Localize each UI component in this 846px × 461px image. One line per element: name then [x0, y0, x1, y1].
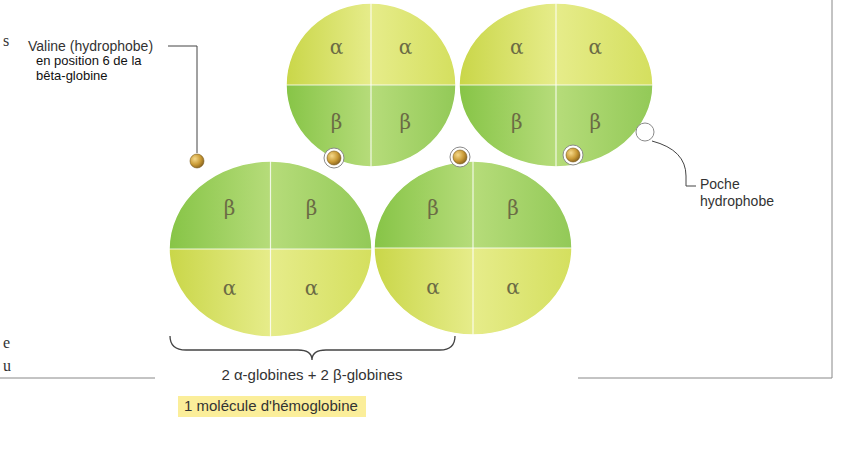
globin-label: β	[400, 110, 412, 134]
globin-label: α	[506, 275, 520, 299]
globin-label: β	[306, 196, 318, 220]
page-fragment: u	[3, 357, 11, 375]
molecule-shape	[285, 2, 457, 168]
brace	[170, 336, 455, 360]
callout-note: en position 6 de la bêta-globine	[36, 53, 172, 83]
hemoglobin-molecule: α α β β	[458, 2, 654, 168]
globin-label: β	[331, 110, 343, 134]
globin-label: β	[224, 196, 236, 220]
globin-label: α	[330, 35, 344, 59]
molecule-shape	[168, 160, 373, 338]
globin-label: β	[511, 110, 523, 134]
frame-line	[0, 378, 155, 379]
bracket-label: 2 α-globines + 2 β-globines	[221, 366, 402, 383]
globin-label: β	[507, 196, 519, 220]
leader-line	[652, 141, 696, 186]
globin-label: α	[305, 276, 319, 300]
leader-line	[168, 46, 197, 153]
globin-label: β	[589, 110, 601, 134]
hemoglobin-molecule: β β α α	[373, 160, 573, 336]
callout-label: Valine (hydrophobe)	[28, 38, 153, 54]
page-fragment: s	[3, 32, 9, 50]
highlight-box: 1 molécule d'hémoglobine	[178, 396, 366, 417]
page-fragment: e	[3, 334, 10, 352]
molecule-shape	[373, 160, 573, 336]
callout-label: Poche hydrophobe	[700, 176, 782, 210]
globin-label: α	[510, 35, 524, 59]
globin-label: α	[223, 276, 237, 300]
caption-text: 1 molécule d'hémoglobine	[184, 397, 358, 414]
hemoglobin-molecule: β β α α	[168, 160, 373, 338]
frame-line	[832, 0, 833, 300]
globin-label: α	[588, 35, 602, 59]
globin-label: β	[427, 196, 439, 220]
molecule-shape	[458, 2, 654, 168]
hemoglobin-molecule: α α β β	[285, 2, 457, 168]
globin-label: α	[426, 275, 440, 299]
globin-label: α	[399, 35, 413, 59]
frame-line	[578, 300, 832, 378]
